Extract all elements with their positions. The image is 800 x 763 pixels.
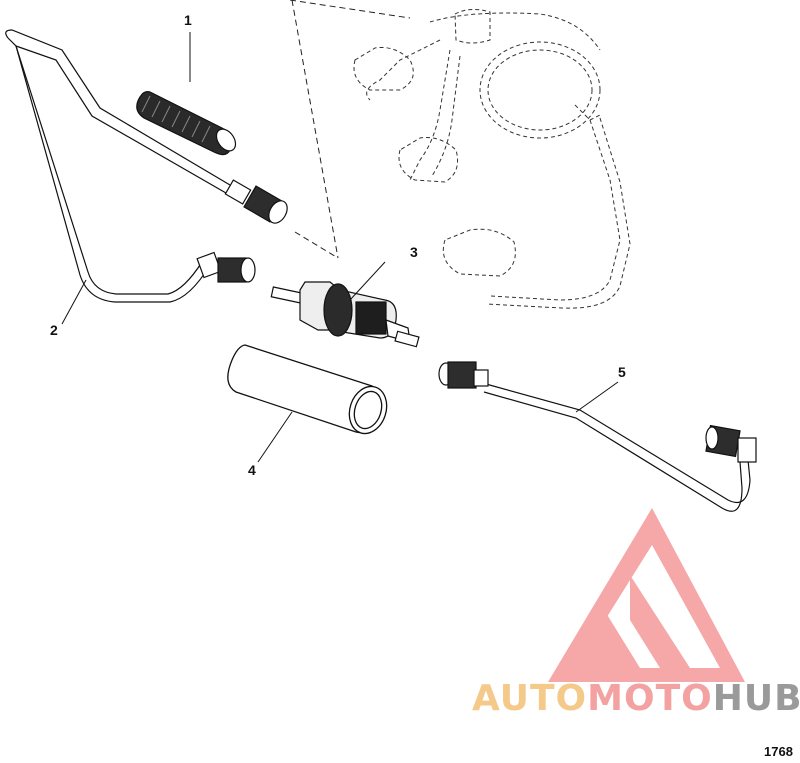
watermark-text: AUTOMOTOHUB xyxy=(472,678,800,719)
watermark-auto: AUTO xyxy=(472,678,588,719)
leader-3 xyxy=(349,261,386,301)
part-5-fitting-left xyxy=(438,361,489,389)
figure-number: 1768 xyxy=(764,744,793,759)
callout-3: 3 xyxy=(410,244,418,260)
leader-2 xyxy=(61,279,87,325)
watermark-moto: MOTO xyxy=(587,678,713,719)
part-2-fuel-line xyxy=(5,29,231,303)
part-4-cylinder xyxy=(227,344,388,435)
part-1-sleeve xyxy=(136,90,237,156)
part-5-fitting-right xyxy=(705,424,757,463)
part-2-fitting-lower xyxy=(196,251,256,283)
callout-4: 4 xyxy=(248,462,256,478)
part-5-fuel-line xyxy=(483,383,751,512)
watermark-hub: HUB xyxy=(712,678,800,719)
leader-4 xyxy=(257,411,293,463)
logo-triangle-icon xyxy=(548,508,745,682)
part-3-fuel-filter xyxy=(270,281,420,348)
part-2-fitting-upper xyxy=(224,179,288,224)
callout-2: 2 xyxy=(50,322,58,338)
callout-1: 1 xyxy=(184,12,192,28)
engine-assembly-phantom xyxy=(353,8,631,309)
dashed-leader-lines xyxy=(289,0,411,259)
callout-5: 5 xyxy=(618,364,626,380)
leader-5 xyxy=(575,381,619,413)
